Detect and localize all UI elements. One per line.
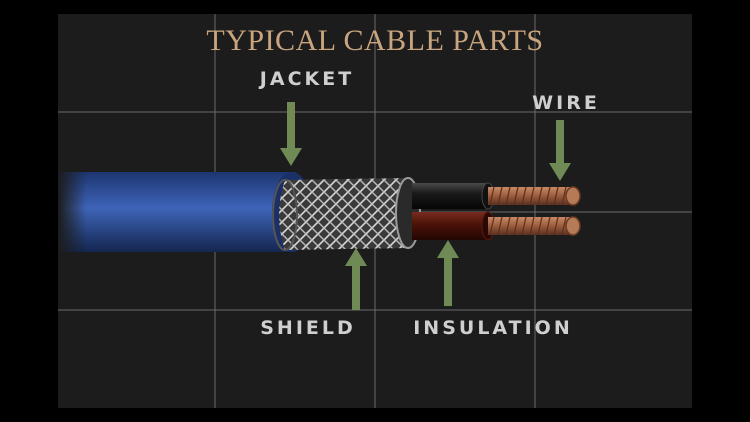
label-wire: WIRE [532, 92, 600, 114]
copper-wire-top [488, 186, 581, 206]
label-jacket: JACKET [258, 68, 354, 90]
arrow-jacket [280, 102, 302, 166]
arrow-insulation [437, 240, 459, 306]
arrow-wire [549, 120, 571, 181]
copper-wire-bottom [488, 216, 581, 236]
label-insulation: INSULATION [413, 317, 573, 339]
cable-shield [272, 177, 421, 251]
diagram-title: TYPICAL CABLE PARTS [206, 24, 543, 57]
conductor-black [412, 182, 495, 210]
label-shield: SHIELD [260, 317, 356, 339]
arrow-shield [345, 248, 367, 310]
conductor-red [412, 211, 495, 241]
